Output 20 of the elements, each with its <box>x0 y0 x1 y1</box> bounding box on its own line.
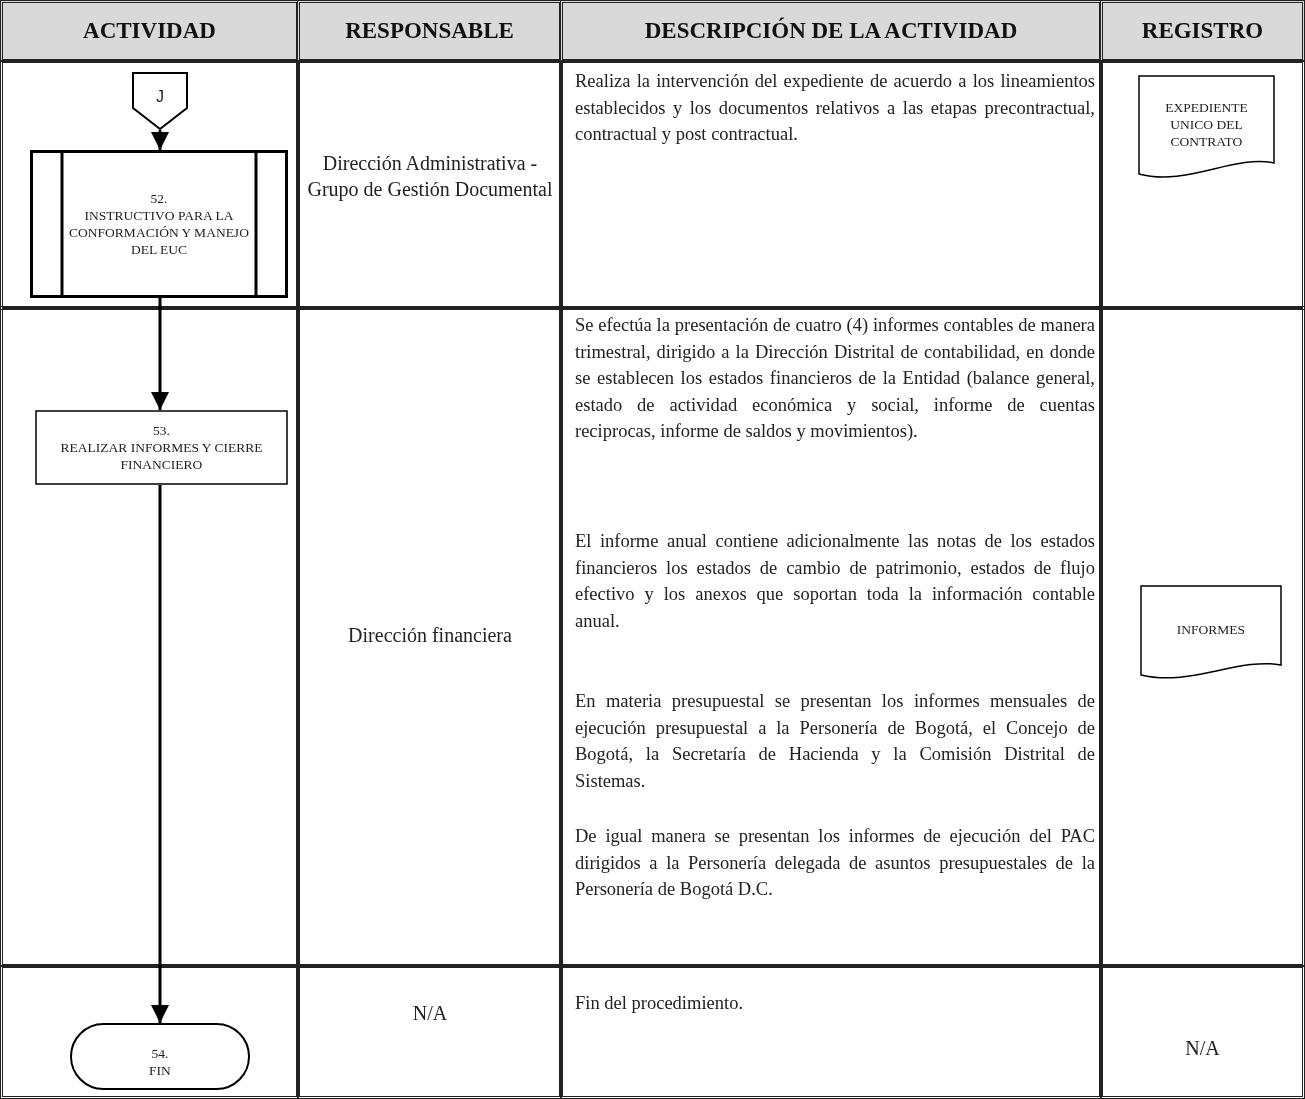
column-header: RESPONSABLE <box>297 0 562 62</box>
arrow <box>151 130 169 150</box>
description-text: Se efectúa la presentación de cuatro (4) informes contables de manera trimestral, dirigido a la Dirección Distrital de contabilidad, en donde se establecen los estados financieros de la Entidad (balance general, estado de actividad económica y social, informe de cuentas reciprocas, informe de saldos y movimientos). <box>575 314 1095 443</box>
description-text: De igual manera se presentan los informes de ejecución del PAC dirigidos a la Personería delegada de asuntos presupuestales de la Personería de Bogotá D.C. <box>575 825 1095 901</box>
arrow <box>151 298 169 410</box>
description-text: Realiza la intervención del expediente de acuerdo a los lineamientos establecidos y los documentos relativos a las etapas precontractual, contractual y post contractual. <box>575 70 1095 146</box>
description-text: Fin del procedimiento. <box>575 992 744 1015</box>
not-applicable-text: N/A <box>1184 1036 1221 1061</box>
predefined-process-box: 52. INSTRUCTIVO PARA LA CONFORMACIÓN Y MANEJO DEL EUC <box>30 150 288 298</box>
description-text: El informe anual contiene adicionalmente las notas de los estados financieros los estados de cambio de patrimonio, estados de flujo efectivo y los anexos que soportan toda la información contable anual. <box>575 530 1095 633</box>
column-header: ACTIVIDAD <box>0 0 299 62</box>
responsible-text: Dirección financiera <box>347 623 513 648</box>
column-header: DESCRIPCIÓN DE LA ACTIVIDAD <box>560 0 1102 62</box>
responsible-text: Dirección Administrativa - Grupo de Gestión Documental <box>306 151 554 202</box>
column-header: REGISTRO <box>1100 0 1305 62</box>
process-box: 53. REALIZAR INFORMES Y CIERRE FINANCIERO <box>35 410 288 485</box>
description-text: En materia presupuestal se presentan los informes mensuales de ejecución presupuestal a la Personería de Bogotá, el Concejo de Bogotá, la Secretaría de Hacienda y la Comisión Distrital de Sistemas. <box>575 690 1095 793</box>
not-applicable-text: N/A <box>411 1001 449 1026</box>
arrow <box>151 485 169 1023</box>
off-page-connector: J <box>132 72 188 130</box>
